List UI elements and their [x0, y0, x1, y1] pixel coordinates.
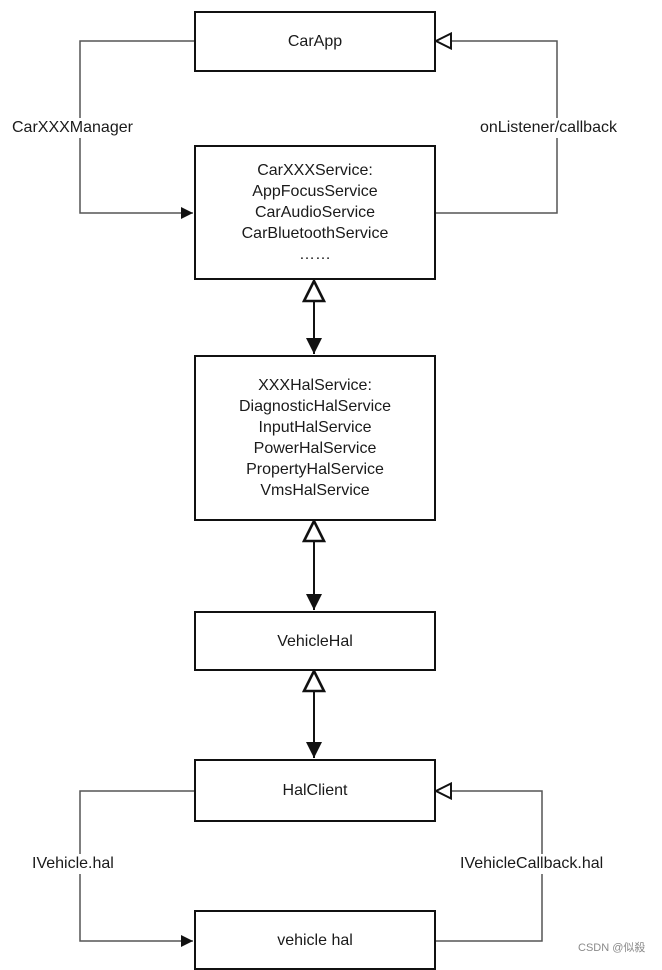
node-vehiclehal: VehicleHal — [194, 611, 436, 671]
watermark: CSDN @似殺 — [578, 942, 646, 954]
node-carapp: CarApp — [194, 11, 436, 72]
node-label-line: HalClient — [282, 782, 348, 799]
node-label-line: CarBluetoothService — [241, 225, 389, 242]
node-label-line: AppFocusService — [252, 183, 378, 200]
node-label-line: DiagnosticHalService — [238, 398, 392, 415]
edge-ivehicle-label: IVehicle.hal — [30, 854, 116, 874]
node-label-line: VehicleHal — [277, 632, 353, 650]
edge-callback-label: IVehicleCallback.hal — [458, 854, 606, 874]
node-halclient: HalClient — [194, 759, 436, 822]
node-label-line: InputHalService — [258, 419, 372, 436]
node-label-line: XXXHalService: — [258, 377, 372, 394]
node-label-line: vehicle hal — [277, 932, 353, 949]
node-vendorhal: vehicle hal — [194, 910, 436, 970]
node-label-line: CarXXXService: — [257, 162, 373, 179]
node-label-line: CarAudioService — [254, 204, 376, 221]
edge-manager-label: CarXXXManager — [10, 118, 135, 138]
node-label-line: …… — [299, 246, 331, 263]
node-label-line: VmsHalService — [260, 482, 370, 499]
edge-listener-label: onListener/callback — [478, 118, 619, 138]
node-label-line: PowerHalService — [253, 440, 377, 457]
node-label-line: PropertyHalService — [246, 461, 384, 478]
node-label-line: CarApp — [287, 33, 343, 50]
